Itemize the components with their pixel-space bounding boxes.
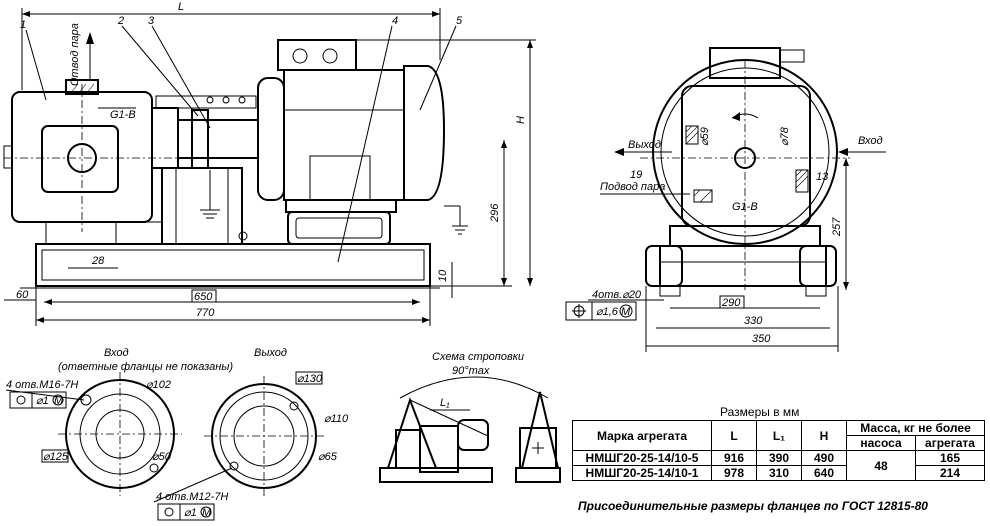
flange-in-note: (ответные фланцы не показаны): [58, 361, 233, 373]
d50-label: ⌀50: [152, 451, 172, 463]
dim-330-label: 330: [744, 315, 763, 327]
tol-out-label: ⌀1: [184, 507, 197, 519]
flange-outlet: Выход ⌀130 ⌀110 ⌀65 4 отв.M12-7H ⌀1 M: [153, 347, 349, 521]
header-pump: насоса: [846, 435, 916, 451]
spec-table: Марка агрегата L L₁ H Масса, кг не более…: [572, 420, 985, 481]
outlet-left-label: Выход: [628, 139, 661, 151]
d65-label: ⌀65: [318, 451, 338, 463]
row2-L: 978: [711, 465, 757, 481]
callout-19: 19: [630, 169, 642, 181]
dim-257-label: 257: [831, 217, 843, 237]
row2-H: 640: [801, 465, 847, 481]
units-label: Размеры в мм: [720, 405, 800, 419]
side-view: L G1-B Отвод пара: [3, 1, 536, 326]
steam-in-label: Подвод пара: [600, 181, 665, 193]
dim-296-label: 296: [489, 203, 501, 223]
sling-scheme: Схема строповки 90°max L₁: [379, 351, 561, 483]
dim-650-label: 650: [194, 291, 213, 303]
holes-base-label: 4отв.⌀20: [592, 289, 642, 301]
d125-label: ⌀125: [43, 451, 69, 463]
table-row: НМШГ20-25-14/10-1 978 310 640 214: [572, 465, 985, 481]
row2-model: НМШГ20-25-14/10-1: [572, 465, 712, 481]
footer-note: Присоединительные размеры фланцев по ГОС…: [578, 499, 928, 513]
dim-770-label: 770: [196, 307, 215, 319]
dim-L-label: L: [178, 1, 184, 13]
flange-inlet: Вход (ответные фланцы не показаны) 4 отв…: [5, 347, 233, 496]
diam-59-label: ⌀59: [699, 127, 711, 146]
header-H: H: [801, 420, 847, 451]
pump-mass: 48: [846, 450, 916, 481]
callout-13: 13: [816, 171, 829, 183]
row1-unit: 165: [915, 450, 985, 466]
dim-28-label: 28: [91, 255, 105, 267]
row1-H: 490: [801, 450, 847, 466]
inlet-right-label: Вход: [858, 135, 883, 147]
outlet-vertical-label: Отвод пара: [69, 23, 81, 86]
callout-2: 2: [117, 15, 124, 27]
tol-out-m: M: [202, 507, 212, 519]
tol-base-m: M: [621, 306, 631, 318]
tol-base-label: ⌀1,6: [596, 306, 619, 318]
row2-unit: 214: [915, 465, 985, 481]
dim-60-label: 60: [16, 289, 29, 301]
header-mass: Масса, кг не более: [846, 420, 985, 436]
header-L1: L₁: [756, 420, 802, 451]
diam-78-label: ⌀78: [779, 126, 791, 146]
sling-angle: 90°max: [452, 365, 490, 377]
callout-1: 1: [20, 19, 26, 31]
row2-L1: 310: [756, 465, 802, 481]
tol-in-m: M: [54, 395, 64, 407]
d110-label: ⌀110: [324, 413, 349, 425]
header-unit: агрегата: [915, 435, 985, 451]
front-view: ⌀59 ⌀78 Выход Вход Подвод пара 19 13 G1-…: [565, 47, 886, 352]
sling-L1: L₁: [440, 397, 450, 409]
tol-in-label: ⌀1: [36, 395, 49, 407]
row1-model: НМШГ20-25-14/10-5: [572, 450, 712, 466]
header-L: L: [711, 420, 757, 451]
thread-right-label: G1-B: [732, 201, 758, 213]
dim-H-label: H: [515, 116, 527, 124]
d102-label: ⌀102: [146, 379, 171, 391]
holes-in-label: 4 отв.M16-7H: [6, 379, 78, 391]
flange-out-title: Выход: [254, 347, 287, 359]
header-model: Марка агрегата: [572, 420, 712, 451]
row1-L1: 390: [756, 450, 802, 466]
holes-out-label: 4 отв.M12-7H: [156, 491, 228, 503]
thread-left-label: G1-B: [110, 109, 136, 121]
row1-L: 916: [711, 450, 757, 466]
flange-in-title: Вход: [104, 347, 129, 359]
dim-290-label: 290: [721, 297, 741, 309]
callout-4: 4: [392, 15, 398, 27]
callout-3: 3: [148, 15, 155, 27]
sling-title: Схема строповки: [432, 351, 524, 363]
dim-350-label: 350: [752, 333, 771, 345]
dim-10-label: 10: [437, 269, 449, 282]
callout-5: 5: [456, 15, 463, 27]
table-row: НМШГ20-25-14/10-5 916 390 490 48 165: [572, 450, 985, 481]
d130-label: ⌀130: [297, 373, 323, 385]
